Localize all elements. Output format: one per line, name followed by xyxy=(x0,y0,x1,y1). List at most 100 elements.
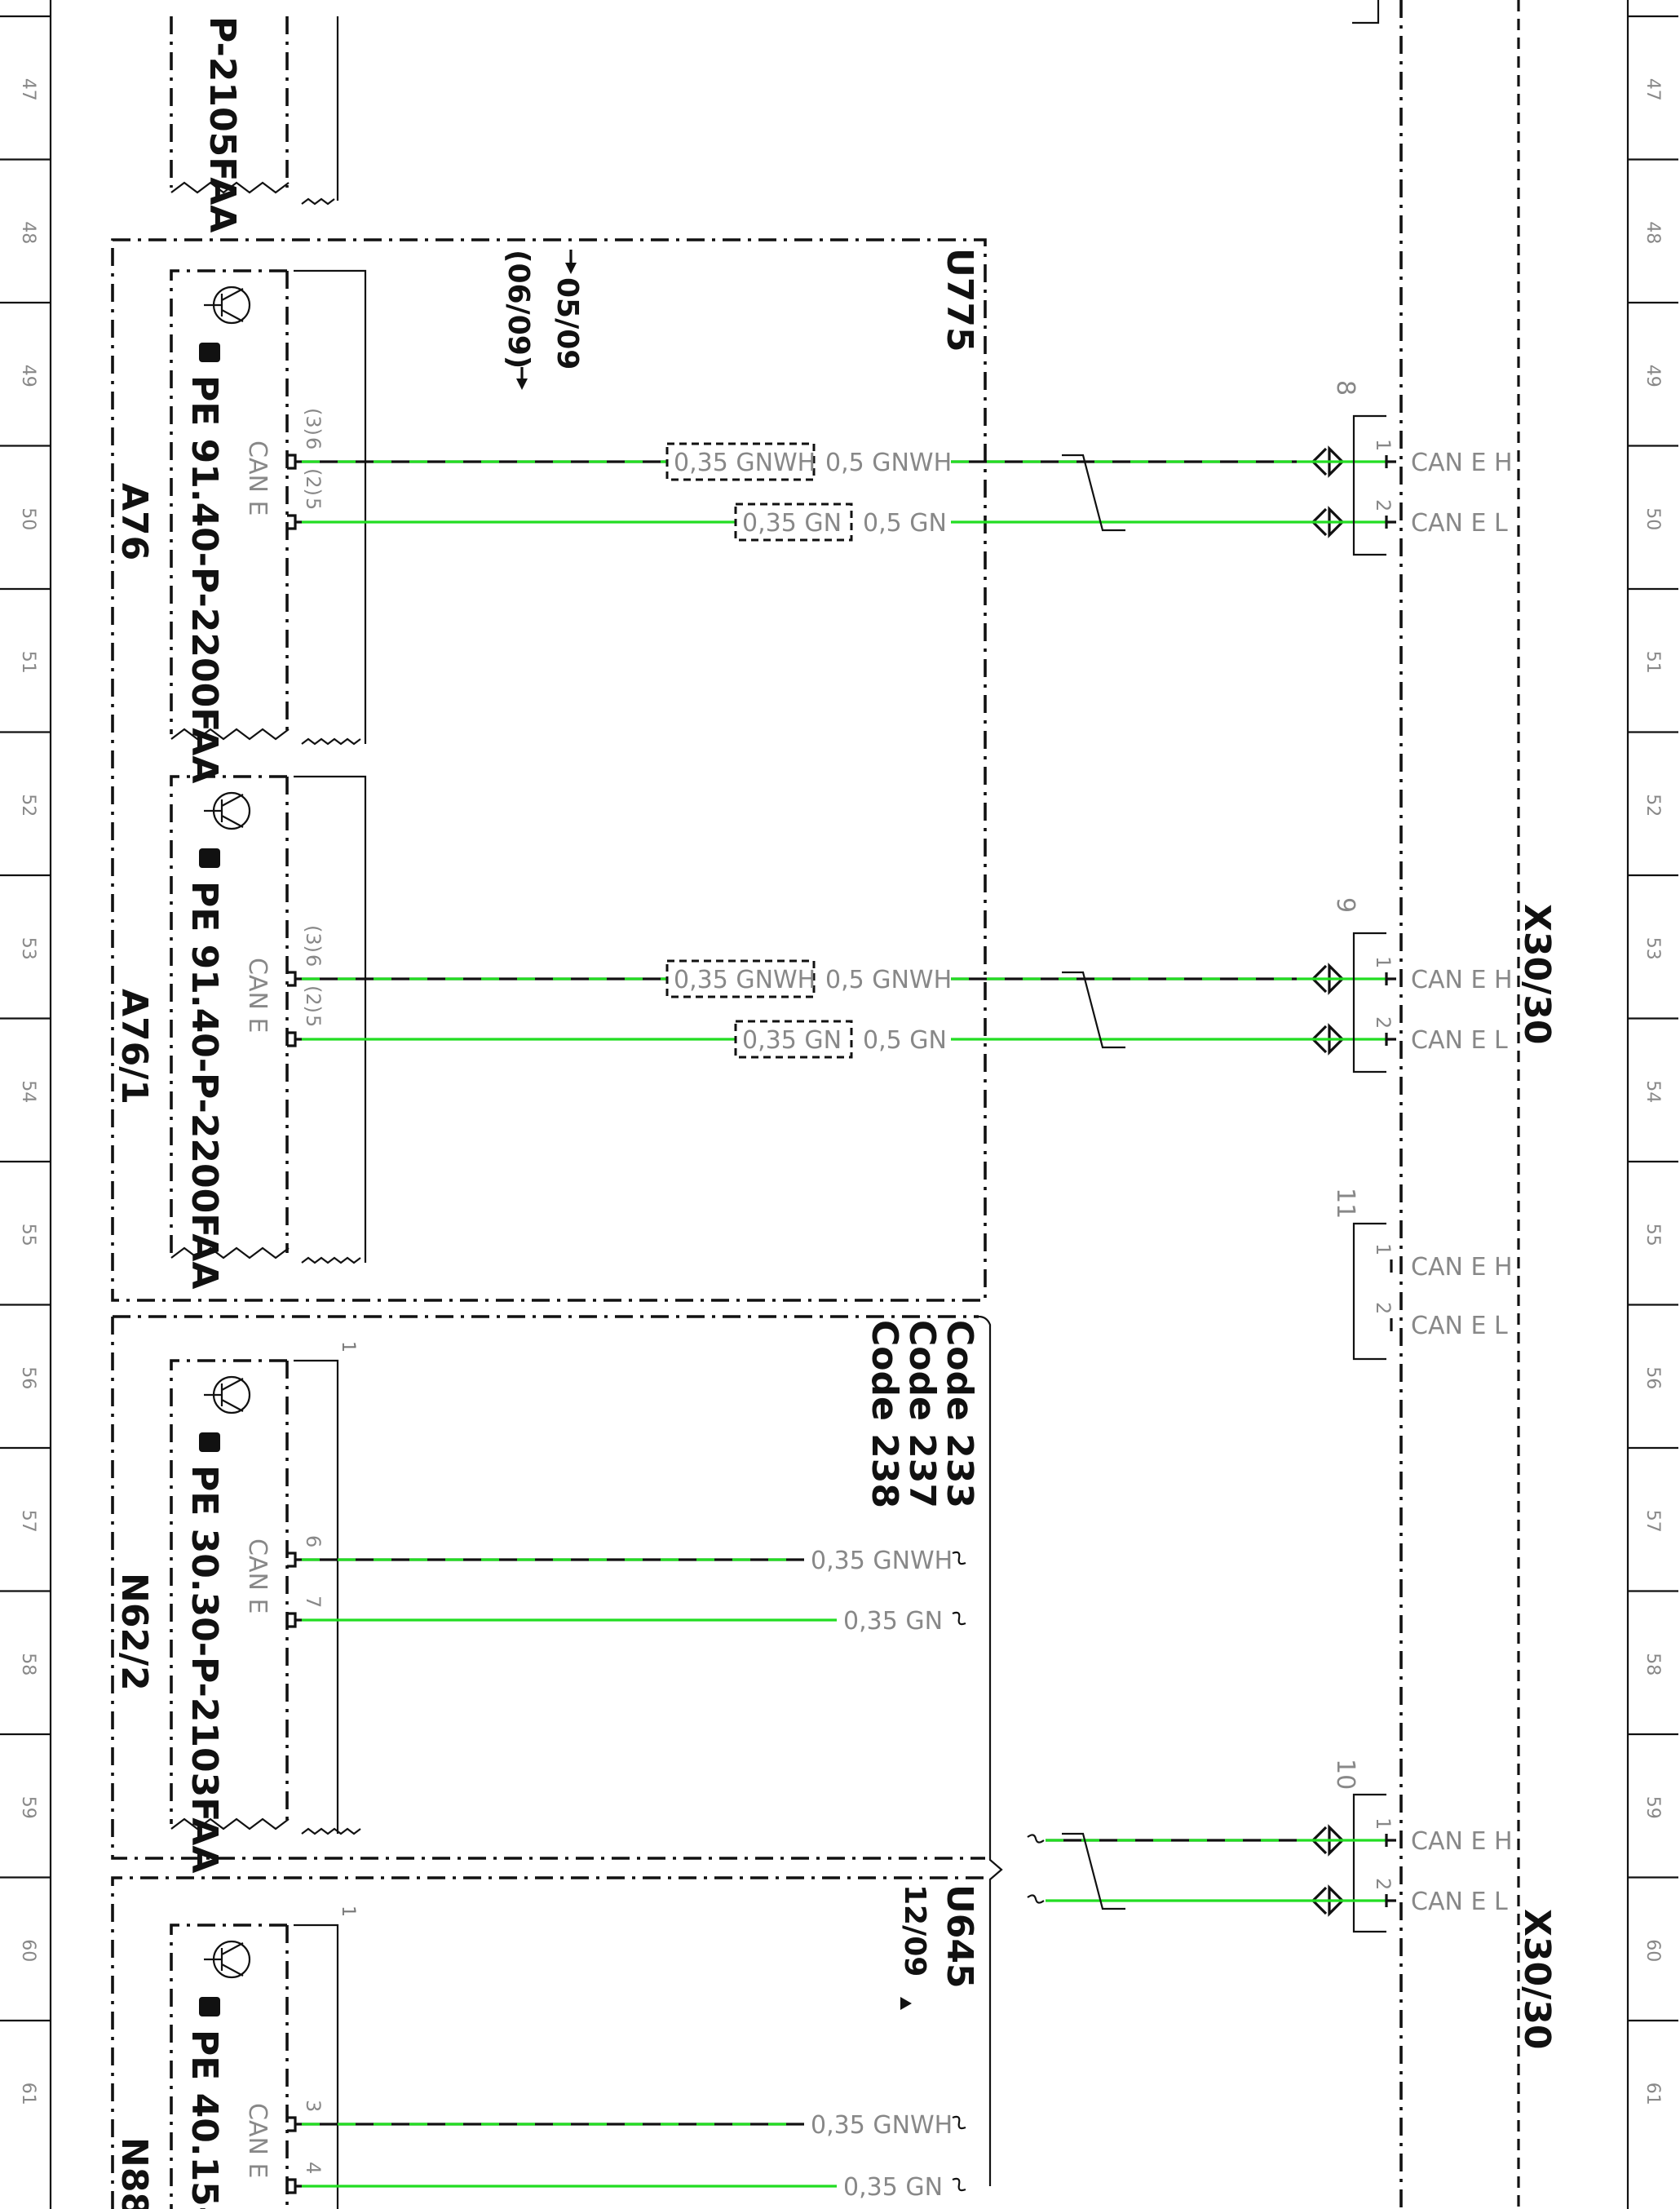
pin-number: 4 xyxy=(302,2162,325,2174)
row-number: 49 xyxy=(18,365,38,387)
module-id: A76 xyxy=(113,483,155,560)
module-id: A76/1 xyxy=(113,989,155,1104)
module-ref: PE 91.40-P-2200FAA xyxy=(183,375,225,783)
pin-number: 3 xyxy=(302,2100,325,2112)
connector-pin: 2 xyxy=(1372,1878,1395,1890)
row-number: 49 xyxy=(1642,365,1663,387)
connector-pin: 2 xyxy=(1372,499,1395,511)
pin-number: 6 xyxy=(302,437,325,449)
connector-number: 9 xyxy=(1331,897,1359,913)
wire-label-inner: 0,35 GNWH xyxy=(674,449,816,477)
module-bus: CAN E xyxy=(243,1538,272,1614)
top-module-ref: P-2105FAA xyxy=(201,16,243,232)
group-u775-date-to: (06/09) xyxy=(502,250,535,369)
row-number: 52 xyxy=(18,794,38,817)
wire-label-inner: 0,35 GNWH xyxy=(674,966,816,994)
wire-label: 0,35 GNWH xyxy=(811,2111,953,2140)
row-number: 48 xyxy=(1642,221,1663,244)
signal-label: CAN E L xyxy=(1411,1026,1508,1055)
module-bus: CAN E xyxy=(243,958,272,1033)
group-u775-label: U775 xyxy=(939,248,980,352)
code-line-3: Code 238 xyxy=(864,1320,905,1508)
module-id: N62/2 xyxy=(113,1573,155,1691)
connector-pin: 2 xyxy=(1372,1302,1395,1314)
group-u775-date-from: 05/09 xyxy=(550,277,584,370)
row-number: 55 xyxy=(18,1224,38,1246)
signal-label: CAN E H xyxy=(1411,1253,1513,1282)
connector-number: 10 xyxy=(1331,1759,1359,1790)
module-ref: PE 91.40-P-2200FAA xyxy=(183,881,225,1289)
group-u645: U645 12/09 xyxy=(111,1876,985,2209)
pin-alt-number: (3) xyxy=(302,408,325,436)
connector-pin: 1 xyxy=(1372,439,1395,451)
row-number: 48 xyxy=(18,221,38,244)
distributor-label-b: X30/30 xyxy=(1516,1909,1558,2049)
signal-label: CAN E L xyxy=(1411,1312,1508,1340)
group-u775: U775 05/09 (06/09) xyxy=(111,238,987,1302)
row-number: 47 xyxy=(18,78,38,101)
row-number: 50 xyxy=(18,507,38,530)
top-partial-module: P-2105FAA xyxy=(170,16,339,232)
wire-label-inner: 0,35 GN xyxy=(742,1026,842,1055)
code-line-2: Code 237 xyxy=(901,1320,943,1508)
pin-alt-number: (2) xyxy=(302,985,325,1013)
pin-number: 7 xyxy=(302,1596,325,1608)
connector-pin: 2 xyxy=(1372,1016,1395,1029)
connector-pin: 1 xyxy=(1372,1817,1395,1830)
connector-number: 11 xyxy=(1331,1188,1359,1219)
row-number: 47 xyxy=(1642,78,1663,101)
row-number: 59 xyxy=(18,1796,38,1819)
module-ref: PE 30.30-P-2103FAA xyxy=(183,1465,225,1873)
row-number: 53 xyxy=(18,937,38,960)
row-number: 53 xyxy=(1642,937,1663,960)
signal-label: CAN E H xyxy=(1411,1827,1513,1856)
pin-number: 5 xyxy=(302,498,325,510)
pin-alt-number: (2) xyxy=(302,468,325,496)
signal-label: CAN E L xyxy=(1411,509,1508,538)
module-a76: PE 91.40-P-2200FAA A76 CAN E 6(3) 5 (2) 0,35 G… xyxy=(113,269,1357,783)
wire-label-outer: 0,5 GNWH xyxy=(825,966,952,994)
row-number: 51 xyxy=(1642,651,1663,674)
module-corner-number: 1 xyxy=(338,1341,358,1352)
row-number: 54 xyxy=(18,1080,38,1103)
module-id: N88 xyxy=(113,2137,155,2209)
signal-label: CAN E H xyxy=(1411,449,1513,477)
connector-pin: 1 xyxy=(1372,1243,1395,1255)
code-line-1: Code 233 xyxy=(939,1320,980,1508)
wire-label: 0,35 GN xyxy=(843,2173,943,2202)
hand-pointer-icon xyxy=(199,1997,220,2016)
module-n62-2: 1 PE 30.30-P-2103FAA N62/2 CAN E 6 7 0,35 GNWH… xyxy=(113,1341,966,1873)
module-bus: CAN E xyxy=(243,440,272,516)
hand-pointer-icon xyxy=(199,848,220,868)
wire-label: 0,35 GN xyxy=(843,1607,943,1636)
row-number: 58 xyxy=(1642,1653,1663,1676)
row-number: 61 xyxy=(18,2083,38,2105)
row-number: 56 xyxy=(1642,1366,1663,1389)
pin-number: 6 xyxy=(302,954,325,967)
signal-label: CAN E H xyxy=(1411,966,1513,994)
pin-alt-number: (3) xyxy=(302,925,325,953)
group-codes: Code 233 Code 237 Code 238 xyxy=(111,1315,1003,2186)
wire-label-outer: 0,5 GNWH xyxy=(825,449,952,477)
module-corner-number: 1 xyxy=(338,1906,358,1917)
row-number: 60 xyxy=(18,1939,38,1962)
row-number: 58 xyxy=(18,1653,38,1676)
hand-pointer-icon xyxy=(199,343,220,362)
wire-label-outer: 0,5 GN xyxy=(863,1026,947,1055)
hand-pointer-icon xyxy=(199,1432,220,1452)
signal-label: CAN E L xyxy=(1411,1888,1508,1916)
wire-label: 0,35 GNWH xyxy=(811,1547,953,1575)
row-number: 55 xyxy=(1642,1224,1663,1246)
pin-number: 6 xyxy=(302,1535,325,1547)
